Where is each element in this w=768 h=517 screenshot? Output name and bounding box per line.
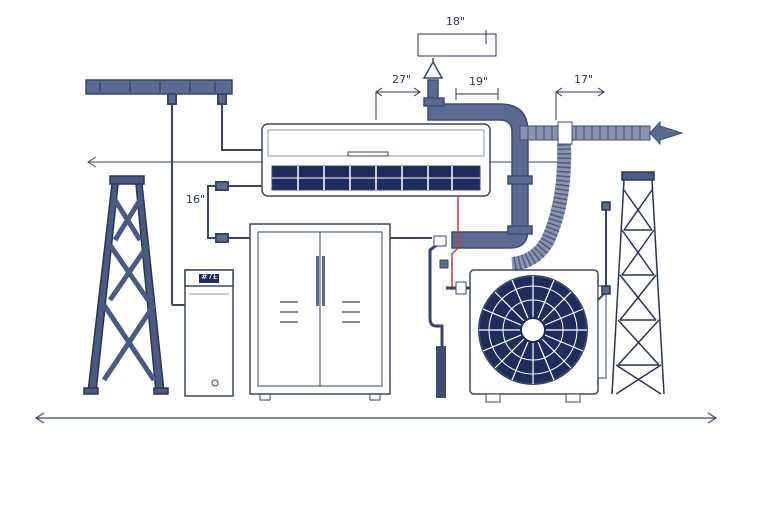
boiler-unit	[184, 269, 234, 397]
flex-duct	[511, 143, 572, 271]
dimension-left-pipe-label: 27"	[392, 73, 412, 86]
dimension-right-pipe-label: 17"	[574, 73, 594, 86]
boiler-badge-label: #7£	[201, 272, 218, 281]
right-lattice-tower	[597, 171, 665, 395]
outdoor-condenser-unit	[469, 269, 607, 403]
corrugated-duct	[519, 120, 684, 146]
dimension-lines	[375, 30, 605, 120]
red-signal-line	[451, 196, 459, 290]
vent-cap-icon	[422, 58, 444, 79]
vertical-pipes	[428, 235, 470, 398]
air-handler-cabinet	[249, 223, 391, 401]
left-lattice-tower	[83, 175, 169, 395]
bracket-hangers	[167, 93, 262, 306]
wall-bracket	[85, 79, 233, 95]
main-duct	[423, 79, 533, 249]
dimension-side-label: 16"	[186, 193, 206, 206]
double-arrow-icon	[34, 412, 718, 424]
indoor-ac-unit	[261, 123, 491, 197]
dimension-top-label: 18"	[446, 15, 466, 28]
dimension-mid-pipe-label: 19"	[469, 75, 489, 88]
refrigerant-lines-left	[207, 181, 432, 243]
